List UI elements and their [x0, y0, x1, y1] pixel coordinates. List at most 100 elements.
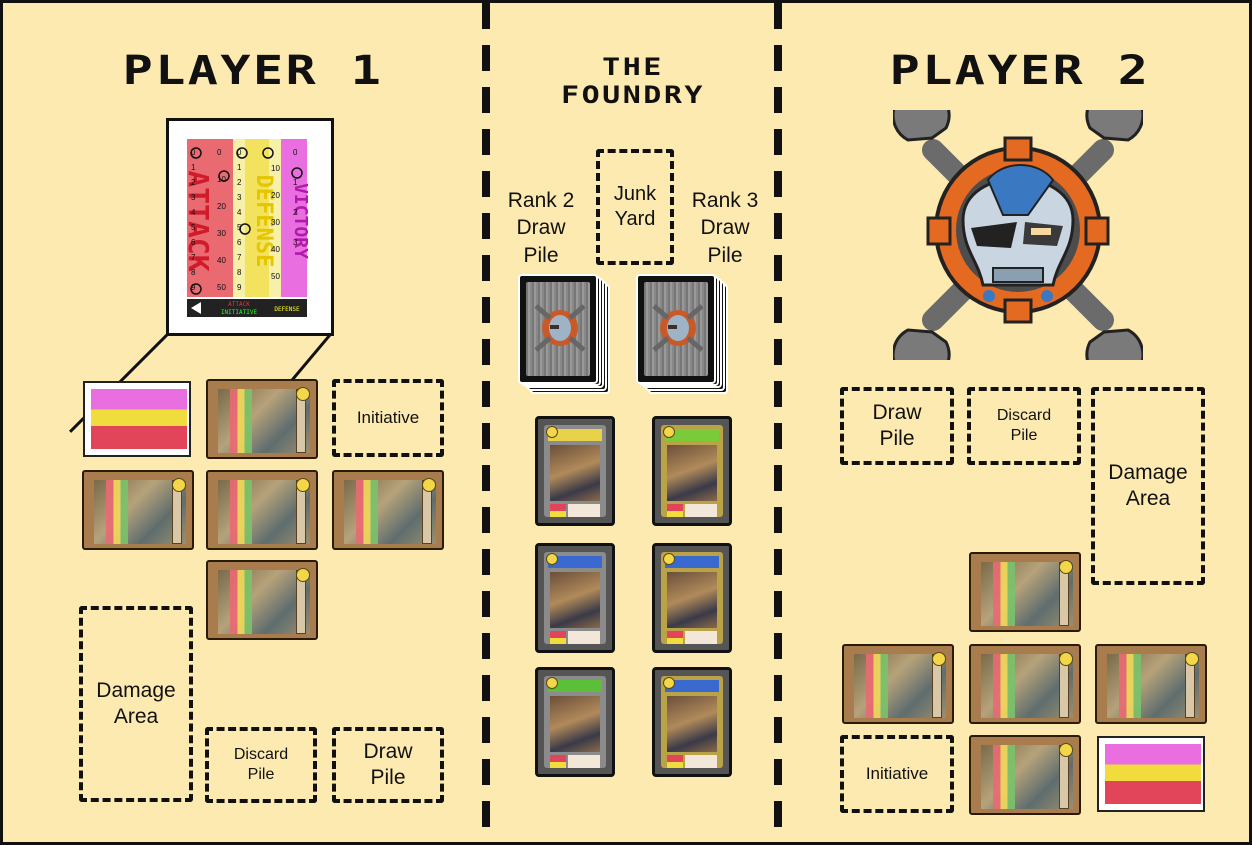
tracker-number: 7 — [237, 253, 242, 262]
card-stat-row — [667, 762, 683, 768]
card-stat-bands — [230, 570, 252, 634]
tracker-footer-defense: DEFENSE — [274, 306, 300, 313]
card-stat-bands — [1119, 654, 1141, 718]
tracker-card-bands — [91, 389, 187, 449]
card-stat-bands — [230, 480, 252, 544]
player2-initiative-zone[interactable]: Initiative — [840, 735, 954, 813]
player1-initiative-zone[interactable]: Initiative — [332, 379, 444, 457]
deck-emblem-icon — [638, 276, 718, 386]
card-art — [550, 696, 600, 752]
tracker-number: 8 — [237, 268, 242, 277]
card-stat-row — [550, 638, 566, 644]
stat-tracker-graphic: ATTACK DEFENSE VICTORY 01234567890102030… — [169, 121, 331, 333]
tracker-number: 0 — [217, 148, 222, 157]
card-stat-row — [667, 631, 683, 638]
tracker-number: 5 — [191, 223, 196, 232]
card-stat-row — [550, 504, 566, 511]
card-rank-badge — [172, 478, 186, 492]
skull-wrench-gear-icon — [893, 110, 1143, 360]
card-stat-bands — [993, 745, 1015, 809]
card-rank-badge — [663, 426, 675, 438]
player2-damage-area[interactable]: Damage Area — [1091, 387, 1205, 585]
column-divider-left — [482, 3, 490, 845]
tracker-victory-label: VICTORY — [290, 183, 311, 259]
tracker-number: 2 — [293, 208, 298, 217]
tracker-number: 2 — [191, 178, 196, 187]
player2-trainer-card[interactable] — [969, 552, 1081, 632]
tracker-number: 6 — [191, 238, 196, 247]
deck-emblem-icon — [520, 276, 600, 386]
card-rank-badge — [546, 426, 558, 438]
tracker-card-bands — [1105, 744, 1201, 804]
card-art — [550, 445, 600, 501]
player2-discard-pile[interactable]: Discard Pile — [967, 387, 1081, 465]
card-rank-badge — [296, 568, 310, 582]
player2-damage-area-label: Damage Area — [1103, 460, 1193, 513]
player1-damage-area[interactable]: Damage Area — [79, 606, 193, 802]
player1-trainer-card[interactable] — [206, 379, 318, 459]
rank3-card[interactable] — [652, 667, 732, 777]
player2-draw-pile-label: Draw Pile — [862, 400, 932, 453]
player1-draw-pile-label: Draw Pile — [353, 739, 423, 792]
card-rank-badge — [663, 677, 675, 689]
rank3-card[interactable] — [652, 543, 732, 653]
card-stat-row — [550, 762, 566, 768]
card-stat-row — [550, 631, 566, 638]
card-rank-badge — [546, 553, 558, 565]
player1-trainer-card[interactable] — [82, 470, 194, 550]
tracker-attack-label: ATTACK — [182, 170, 215, 271]
card-stat-row — [667, 755, 683, 762]
player1-stat-tracker-card[interactable] — [83, 381, 191, 457]
junk-yard-label: Junk Yard — [607, 182, 663, 232]
tracker-number: 20 — [271, 191, 280, 200]
rank2-card[interactable] — [535, 416, 615, 526]
player2-stat-tracker-card[interactable] — [1097, 736, 1205, 812]
card-rank-badge — [1059, 560, 1073, 574]
player2-discard-pile-label: Discard Pile — [989, 406, 1059, 446]
tracker-footer-attack: ATTACK — [228, 301, 250, 308]
tracker-number: 30 — [217, 229, 226, 238]
rank3-card[interactable] — [652, 416, 732, 526]
player2-trainer-card[interactable] — [969, 735, 1081, 815]
tracker-number: 50 — [271, 272, 280, 281]
card-stat-row — [550, 511, 566, 517]
rank2-draw-pile-label: Rank 2 Draw Pile — [501, 187, 581, 269]
player1-draw-pile[interactable]: Draw Pile — [332, 727, 444, 803]
foundry-title-line2: FOUNDRY — [496, 83, 771, 107]
player1-discard-pile-label: Discard Pile — [226, 745, 296, 785]
tracker-number: 0 — [293, 148, 298, 157]
tracker-number: 1 — [293, 178, 298, 187]
player1-trainer-card[interactable] — [206, 560, 318, 640]
tracker-number: 40 — [271, 245, 280, 254]
card-text-box — [685, 631, 717, 644]
card-art — [550, 572, 600, 628]
tracker-number: 3 — [191, 193, 196, 202]
tracker-number: 40 — [217, 256, 226, 265]
player2-trainer-card[interactable] — [969, 644, 1081, 724]
card-stat-bands — [106, 480, 128, 544]
player2-draw-pile[interactable]: Draw Pile — [840, 387, 954, 465]
player1-discard-pile[interactable]: Discard Pile — [205, 727, 317, 803]
player2-title: PLAYER 2 — [826, 51, 1214, 91]
player1-trainer-card[interactable] — [332, 470, 444, 550]
foundry-title-line1: THE — [521, 55, 746, 79]
junk-yard-zone[interactable]: Junk Yard — [596, 149, 674, 265]
card-rank-badge — [546, 677, 558, 689]
card-rank-badge — [1185, 652, 1199, 666]
player2-trainer-card[interactable] — [1095, 644, 1207, 724]
player1-trainer-card[interactable] — [206, 470, 318, 550]
rank2-card[interactable] — [535, 667, 615, 777]
tracker-number: 1 — [191, 163, 196, 172]
card-rank-badge — [932, 652, 946, 666]
player2-trainer-card[interactable] — [842, 644, 954, 724]
card-rank-badge — [1059, 743, 1073, 757]
card-stat-row — [667, 638, 683, 644]
card-text-box — [568, 504, 600, 517]
card-text-box — [568, 631, 600, 644]
card-stat-bands — [866, 654, 888, 718]
card-text-box — [685, 755, 717, 768]
tracker-number: 3 — [293, 238, 298, 247]
rank2-card[interactable] — [535, 543, 615, 653]
card-art — [667, 445, 717, 501]
